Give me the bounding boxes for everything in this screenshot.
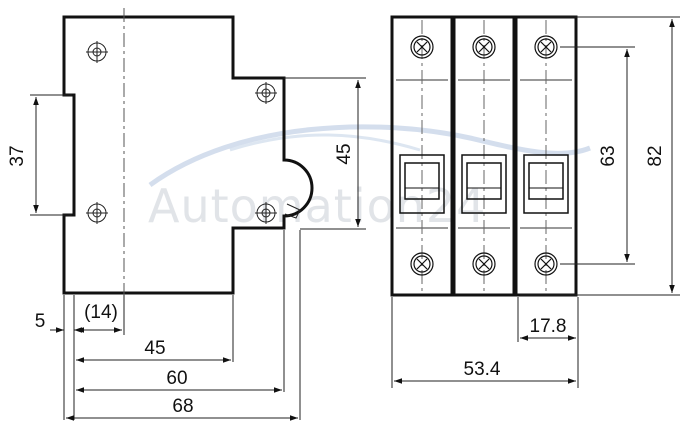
dim-45-height: 45 <box>284 77 366 230</box>
dim-82: 82 <box>645 19 675 293</box>
dim-63-label: 63 <box>598 145 619 166</box>
front-view: 63 82 17.8 53.4 <box>390 15 680 388</box>
dim-53-4: 53.4 <box>394 359 576 384</box>
pole-group <box>390 15 578 297</box>
dim-14-label: (14) <box>84 302 118 323</box>
dim-68-label: 68 <box>172 396 193 417</box>
dim-63: 63 <box>598 49 630 262</box>
pole-2 <box>452 15 516 297</box>
din-clip <box>284 203 301 219</box>
dim-14: (14) <box>76 302 122 333</box>
front-extension-lines <box>391 16 680 388</box>
pole-body <box>452 15 516 297</box>
screw-top-left <box>86 41 108 63</box>
terminal-screw-bottom-icon <box>534 252 558 276</box>
watermark-text: Automation24 <box>148 179 486 233</box>
dim-53-4-label: 53.4 <box>464 359 501 380</box>
watermark-swoosh <box>148 124 591 188</box>
dim-68: 68 <box>66 396 298 421</box>
terminal-screw-bottom-icon <box>410 252 434 276</box>
toggle-lever <box>404 162 440 200</box>
toggle-lever <box>528 162 564 200</box>
terminal-screw-top-icon <box>534 35 558 59</box>
pole-body <box>390 15 454 297</box>
pole-3 <box>514 15 578 297</box>
screw-top-right <box>255 82 277 104</box>
pole-1 <box>390 15 454 297</box>
terminal-screw-top-icon <box>472 35 496 59</box>
dim-5-label: 5 <box>35 311 46 332</box>
dim-45-height-label: 45 <box>334 143 355 164</box>
screw-bottom-left <box>86 202 108 224</box>
dim-45-width-label: 45 <box>144 338 165 359</box>
screw-bottom-right <box>255 202 277 224</box>
toggle-window <box>399 154 445 214</box>
watermark-swoosh-inner <box>229 133 421 152</box>
dim-82-label: 82 <box>645 145 666 166</box>
side-view: 37 45 5 (14) <box>7 8 366 421</box>
terminal-screw-bottom-icon <box>472 252 496 276</box>
dim-60-label: 60 <box>166 368 187 389</box>
dim-17-8-label: 17.8 <box>530 316 567 337</box>
dim-60: 60 <box>76 368 282 393</box>
terminal-screw-top-icon <box>410 35 434 59</box>
toggle-window <box>523 154 569 214</box>
dim-17-8: 17.8 <box>520 316 576 341</box>
side-body-outline <box>62 15 314 295</box>
toggle-window <box>461 154 507 214</box>
side-extension-lines <box>63 230 301 420</box>
dim-37-label: 37 <box>7 145 28 166</box>
dim-5: 5 <box>35 311 88 333</box>
dim-45-width: 45 <box>76 338 231 363</box>
dim-37: 37 <box>7 94 72 216</box>
toggle-lever <box>466 162 502 200</box>
